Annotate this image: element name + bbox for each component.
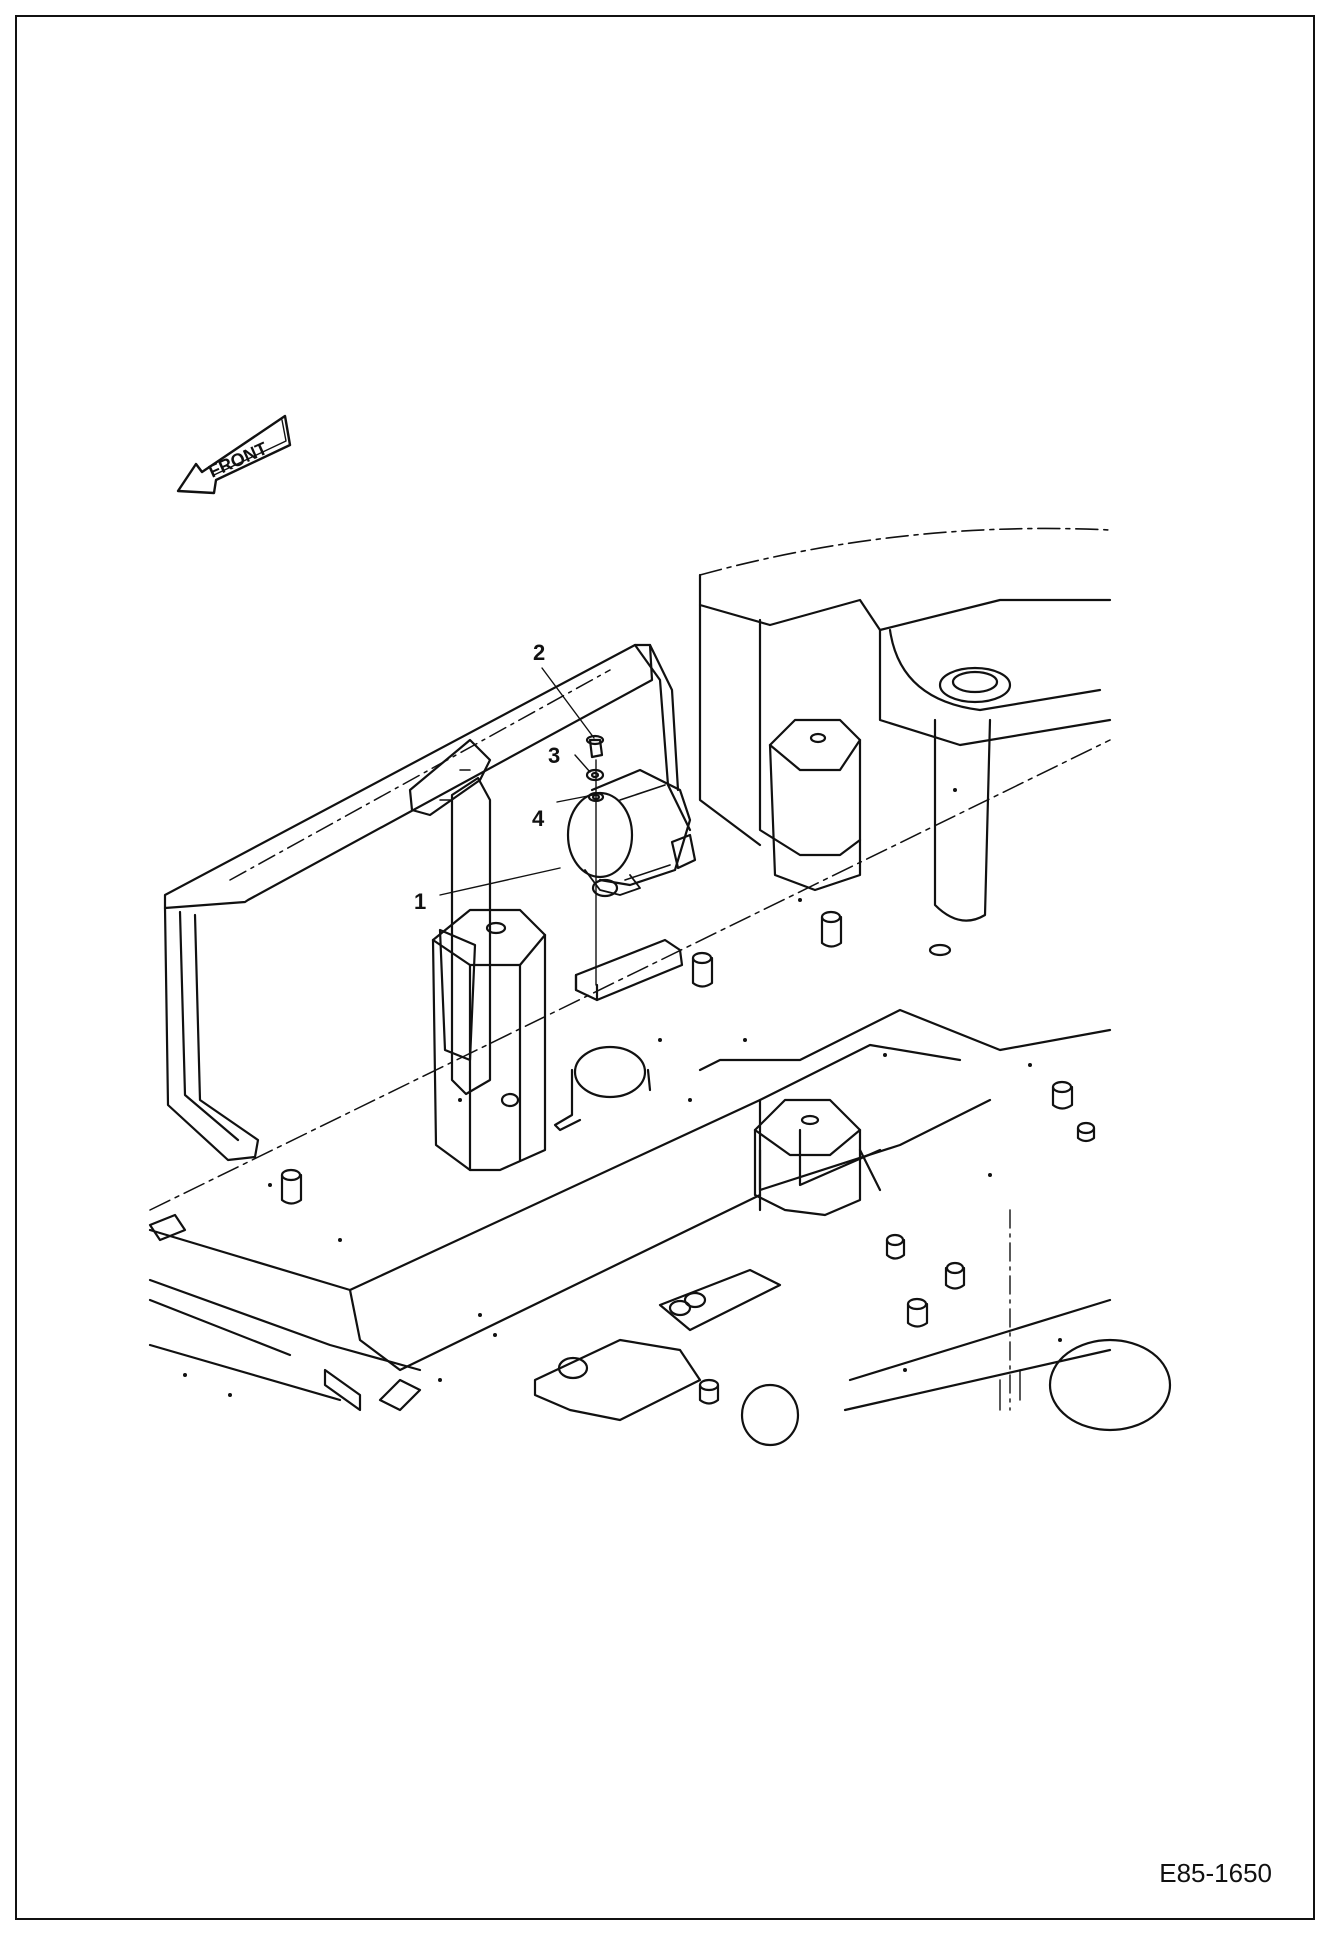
right-column xyxy=(928,718,992,957)
left-stand-block xyxy=(431,908,547,1172)
leader-lines xyxy=(439,667,595,896)
lower-pin-bracket xyxy=(533,1268,800,1447)
upper-counterweight xyxy=(698,527,1112,857)
mount-bracket xyxy=(574,938,684,1002)
page-border xyxy=(15,15,1315,1920)
base-floor-plate xyxy=(148,739,1112,1372)
middle-stand-block xyxy=(768,718,862,892)
left-guard-frame xyxy=(163,643,692,1162)
alarm-unit xyxy=(566,768,697,898)
clamp-ring xyxy=(553,1045,652,1132)
right-lower-plate xyxy=(843,1209,1172,1432)
drawing-id-label: E85-1650 xyxy=(1159,1858,1272,1888)
mounting-holes xyxy=(183,788,1062,1397)
lower-right-block xyxy=(753,1098,882,1217)
fastener-stack xyxy=(585,734,605,986)
callout-3: 3 xyxy=(548,743,561,768)
spacer-bosses xyxy=(280,910,1096,1328)
callout-1: 1 xyxy=(414,889,427,914)
front-arrow-label: FRONT xyxy=(205,438,270,481)
front-direction-arrow: FRONT xyxy=(176,414,292,495)
callout-4: 4 xyxy=(532,806,545,831)
lower-left-details xyxy=(148,1213,422,1412)
callout-2: 2 xyxy=(533,640,546,665)
